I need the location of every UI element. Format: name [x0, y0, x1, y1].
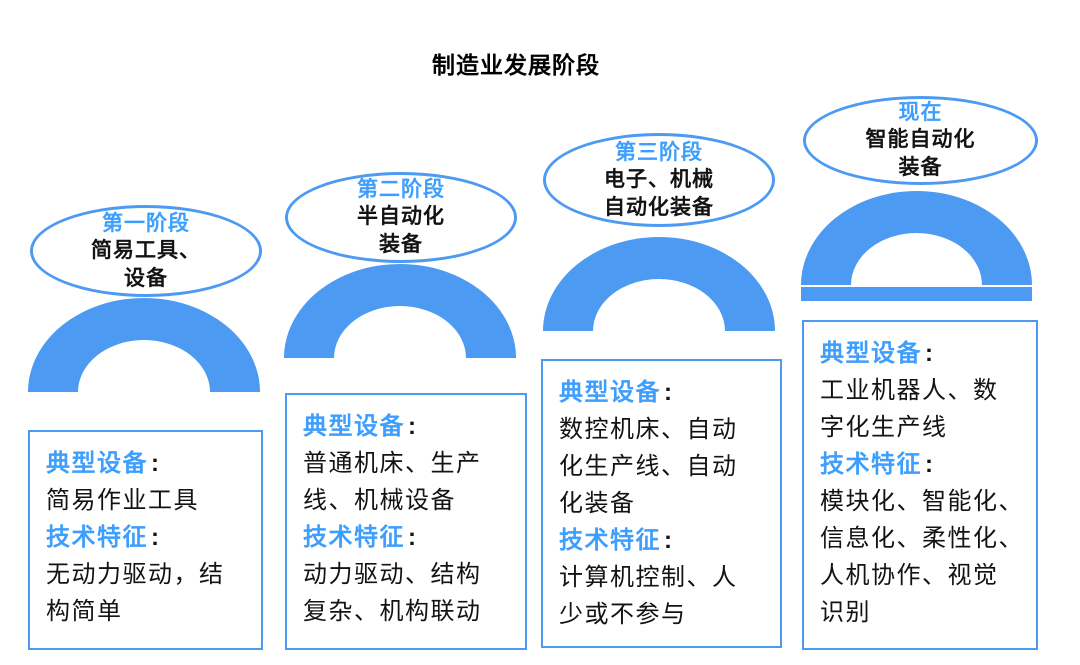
stage4-name: 现在: [898, 101, 943, 124]
colon: :: [664, 527, 674, 554]
stage4-arch-shape: [801, 191, 1032, 285]
stage2-name: 第二阶段: [357, 178, 445, 201]
colon: :: [408, 413, 418, 440]
stage4-equipment-text: 工业机器人、数 字化生产线: [820, 377, 999, 441]
stage3-equipment-text: 数控机床、自动 化生产线、自动 化装备: [559, 416, 738, 517]
stage4-features-label-text: 技术特征: [820, 451, 922, 478]
stage2-features-text: 动力驱动、结构 复杂、机构联动: [303, 561, 482, 625]
stage2-equipment-label: 典型设备:: [303, 408, 510, 445]
page-title: 制造业发展阶段: [432, 52, 600, 78]
stage3-equipment-label: 典型设备:: [559, 374, 765, 411]
colon: :: [664, 379, 674, 406]
stage4-info-box: 典型设备: 工业机器人、数 字化生产线 技术特征: 模块化、智能化、 信息化、柔…: [802, 320, 1038, 650]
stage1-name: 第一阶段: [102, 211, 190, 235]
colon: :: [925, 451, 935, 478]
stage1-features-label-text: 技术特征: [46, 524, 148, 551]
stage2-arch-shape: [284, 264, 516, 358]
stage3-arch-shape: [543, 237, 775, 331]
stage2-features-label-text: 技术特征: [303, 524, 405, 551]
stage2-features-label: 技术特征:: [303, 519, 510, 556]
stage3-ellipse: 第三阶段 电子、机械 自动化装备: [543, 133, 775, 227]
stage3-features-label: 技术特征:: [559, 522, 765, 559]
stage4-equipment-label-text: 典型设备: [820, 340, 922, 367]
stage2-equipment-text: 普通机床、生产 线、机械设备: [303, 450, 482, 514]
stage1-desc: 简易工具、 设备: [91, 238, 201, 290]
stage3-info-box: 典型设备: 数控机床、自动 化生产线、自动 化装备 技术特征: 计算机控制、人 …: [541, 359, 782, 648]
colon: :: [151, 450, 161, 477]
stage1-equipment-label: 典型设备:: [46, 445, 246, 482]
stage1-equipment-label-text: 典型设备: [46, 450, 148, 477]
stage1-features-text: 无动力驱动，结 构简单: [46, 561, 225, 625]
stage1-ellipse: 第一阶段 简易工具、 设备: [30, 205, 262, 297]
stage4-ellipse: 现在 智能自动化 装备: [803, 96, 1038, 185]
stage2-ellipse: 第二阶段 半自动化 装备: [285, 172, 517, 263]
stage4-equipment-label: 典型设备:: [820, 335, 1021, 372]
stage1-info-box: 典型设备: 简易作业工具 技术特征: 无动力驱动，结 构简单: [28, 430, 263, 650]
stage3-features-label-text: 技术特征: [559, 527, 661, 554]
colon: :: [408, 524, 418, 551]
stage3-desc: 电子、机械 自动化装备: [604, 167, 714, 219]
colon: :: [925, 340, 935, 367]
stage2-desc: 半自动化 装备: [357, 205, 445, 256]
stage3-name: 第三阶段: [615, 140, 703, 164]
stage2-equipment-label-text: 典型设备: [303, 413, 405, 440]
stage4-features-label: 技术特征:: [820, 446, 1021, 483]
stage4-features-text: 模块化、智能化、 信息化、柔性化、 人机协作、视觉 识别: [820, 488, 1024, 626]
stage2-info-box: 典型设备: 普通机床、生产 线、机械设备 技术特征: 动力驱动、结构 复杂、机构…: [285, 393, 527, 650]
stage4-desc: 智能自动化 装备: [865, 128, 976, 179]
stage4-base-bar: [801, 287, 1032, 301]
stage1-equipment-text: 简易作业工具: [46, 487, 199, 514]
stage3-features-text: 计算机控制、人 少或不参与: [559, 564, 738, 628]
stage3-equipment-label-text: 典型设备: [559, 379, 661, 406]
stage1-features-label: 技术特征:: [46, 519, 246, 556]
colon: :: [151, 524, 161, 551]
stage1-arch-shape: [28, 298, 260, 392]
